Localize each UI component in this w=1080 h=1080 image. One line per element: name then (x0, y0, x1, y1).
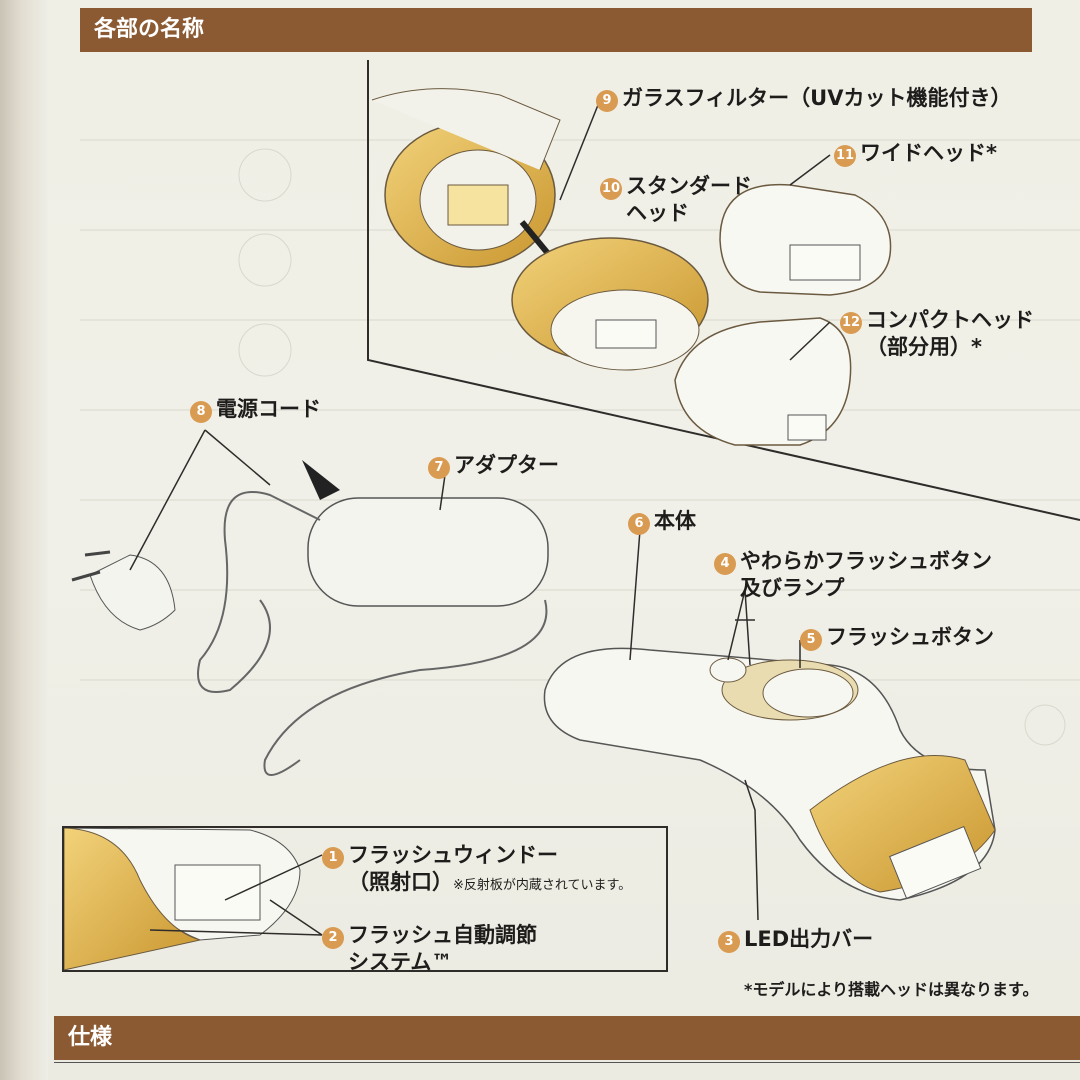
section-header-parts: 各部の名称 (80, 8, 1032, 52)
book-spine-shadow (0, 0, 48, 1080)
spec-table-line (54, 1062, 1080, 1063)
badge-1: 1 (322, 847, 344, 869)
section-title: 仕様 (68, 1025, 113, 1050)
inset-box (62, 826, 668, 972)
reflector-note: ※反射板が内蔵されています。 (453, 878, 632, 893)
section-title: 各部の名称 (94, 17, 205, 42)
badge-5: 5 (800, 629, 822, 651)
section-header-spec: 仕様 (54, 1016, 1080, 1060)
badge-9: 9 (596, 90, 618, 112)
head-footnote: *モデルにより搭載ヘッドは異なります。 (744, 980, 1039, 999)
badge-4: 4 (714, 553, 736, 575)
badge-10: 10 (600, 178, 622, 200)
badge-12: 12 (840, 312, 862, 334)
badge-11: 11 (834, 145, 856, 167)
badge-7: 7 (428, 457, 450, 479)
badge-2: 2 (322, 927, 344, 949)
badge-8: 8 (190, 401, 212, 423)
badge-3: 3 (718, 931, 740, 953)
badge-6: 6 (628, 513, 650, 535)
